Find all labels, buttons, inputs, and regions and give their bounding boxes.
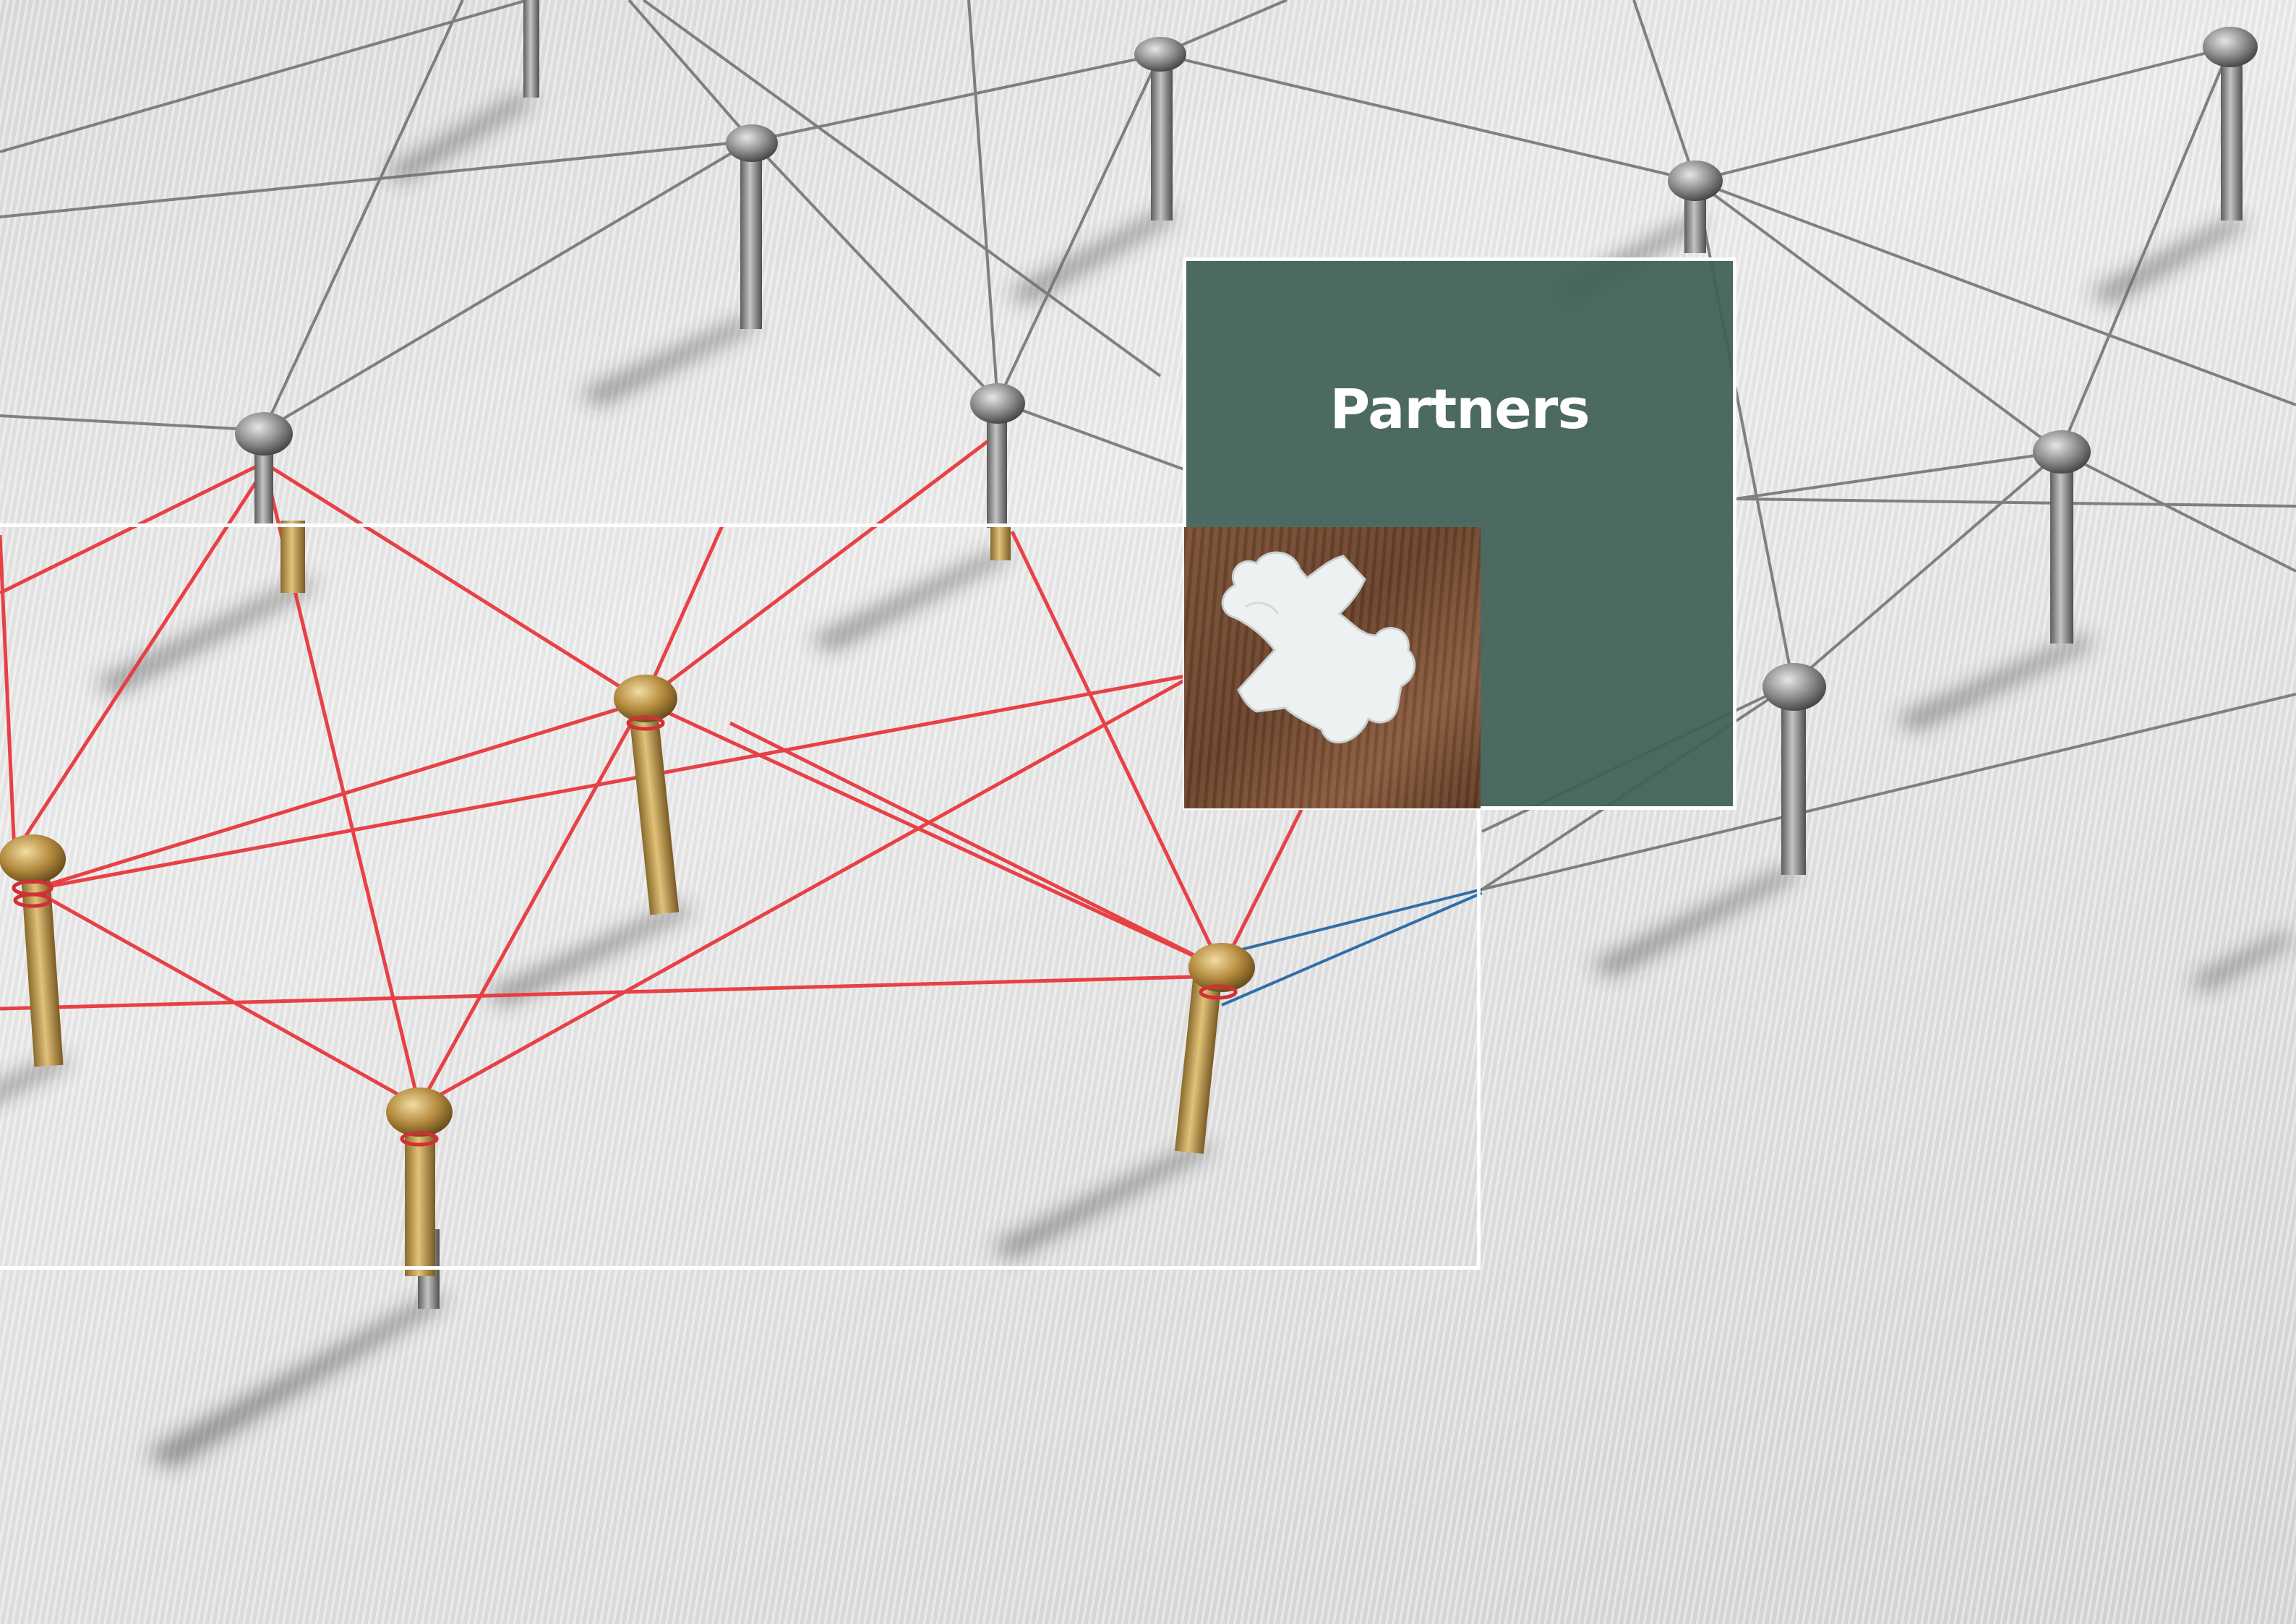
nail-shadows <box>0 94 2296 1468</box>
red-strings <box>0 432 1303 1108</box>
blue-strings <box>1221 888 1483 1007</box>
steel-nails <box>235 0 2258 1309</box>
puzzle-tile <box>1184 527 1481 808</box>
page-title: Partners <box>1329 377 1590 441</box>
photo-frame-outline <box>0 523 1481 1270</box>
brass-nails <box>0 521 1255 1276</box>
string-wraps <box>12 715 1238 1147</box>
puzzle-piece-icon <box>1221 551 1416 744</box>
